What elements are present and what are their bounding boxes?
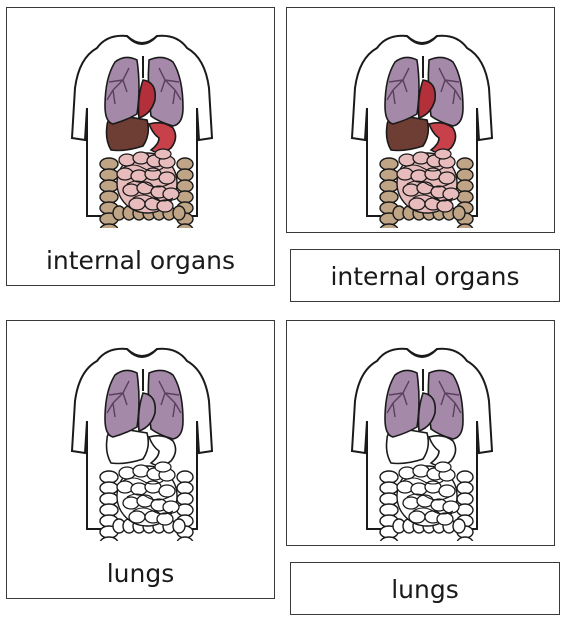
lungs-illustration [67, 341, 217, 541]
label-card-internal-organs: internal organs [290, 249, 560, 302]
card-label-internal-organs: internal organs [45, 246, 236, 275]
torso-svg [70, 34, 214, 228]
small-intestine [396, 464, 460, 527]
control-card-lungs: lungs [6, 320, 275, 599]
card-label-lungs: lungs [391, 575, 459, 604]
internal-organs-illustration [67, 28, 217, 228]
picture-card-internal-organs [286, 7, 555, 233]
label-card-lungs: lungs [290, 562, 560, 615]
small-intestine [116, 464, 180, 527]
torso-svg [70, 347, 214, 541]
picture-card-lungs [286, 320, 555, 546]
torso-svg [350, 34, 494, 228]
small-intestine [116, 151, 180, 214]
internal-organs-illustration [347, 28, 497, 228]
card-label-lungs: lungs [106, 559, 175, 588]
torso-svg [350, 347, 494, 541]
small-intestine [396, 151, 460, 214]
lungs-illustration [347, 341, 497, 541]
card-label-internal-organs: internal organs [330, 262, 520, 291]
control-card-internal-organs: internal organs [6, 7, 275, 286]
